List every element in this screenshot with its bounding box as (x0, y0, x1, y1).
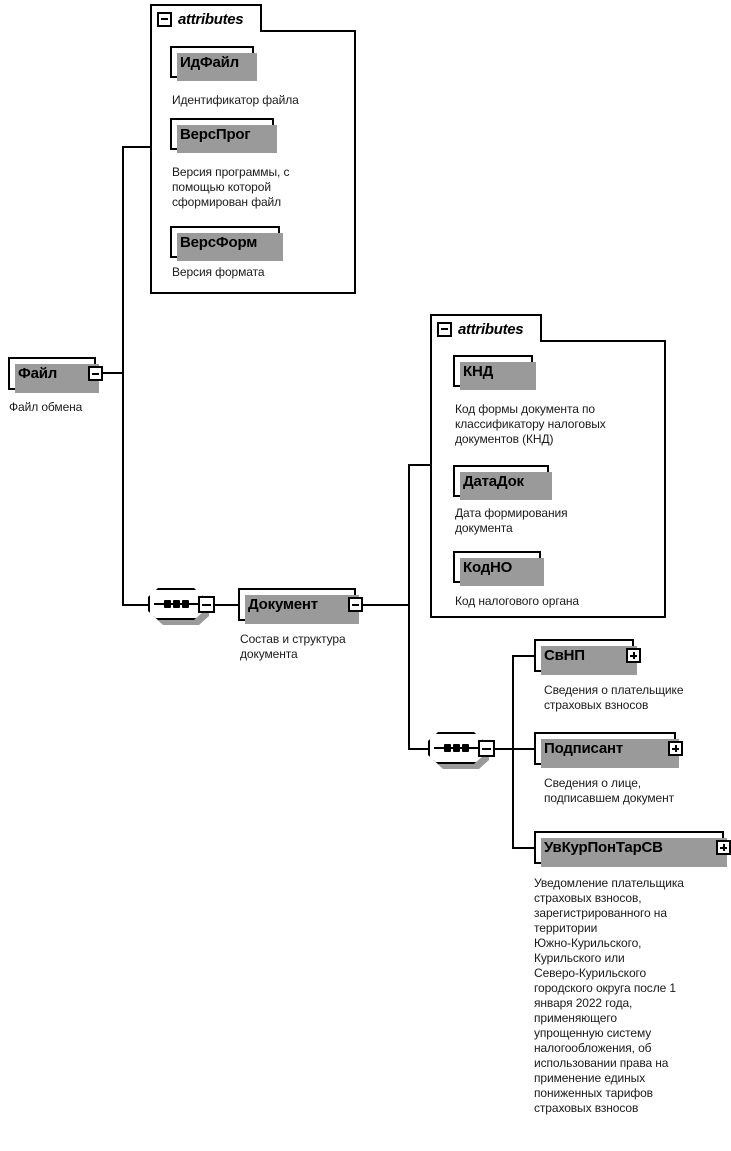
sequence-dot (182, 600, 189, 608)
attribute-node-knd[interactable]: КНД (453, 355, 536, 390)
attribute-desc-versform: Версия формата (172, 265, 265, 279)
file-attributes-label: attributes (178, 10, 244, 28)
minus-icon[interactable] (198, 596, 215, 613)
sequence-dot (453, 744, 460, 752)
element-desc-podpisant: Сведения о лице, подписавшем документ (544, 776, 675, 805)
element-node-uvkurpontarsv[interactable]: УвКурПонТарСВ (534, 831, 731, 867)
attribute-label-datadok: ДатаДок (463, 472, 524, 490)
attribute-node-versprog[interactable]: ВерсПрог (170, 118, 277, 153)
attribute-label-kodno: КодНО (463, 558, 513, 576)
minus-icon[interactable] (478, 740, 495, 757)
attribute-label-versform: ВерсФорм (180, 233, 258, 251)
attribute-desc-datadok: Дата формирования документа (455, 506, 568, 535)
element-desc-dokument: Состав и структура документа (240, 632, 346, 661)
minus-icon[interactable] (437, 321, 452, 337)
sequence-dot (173, 600, 180, 608)
attribute-node-datadok[interactable]: ДатаДок (453, 465, 552, 500)
element-node-podpisant[interactable]: Подписант (534, 732, 683, 768)
connector-children-branch-vertical (512, 655, 514, 849)
tab-seam-cover (152, 28, 260, 32)
connector-file-to-sequence (122, 604, 152, 606)
connector-document-branch-vertical (408, 464, 410, 750)
minus-icon[interactable] (88, 366, 103, 381)
file-attributes-tab[interactable]: attributes (150, 4, 262, 32)
element-node-dokument[interactable]: Документ (238, 588, 363, 624)
element-node-svnp[interactable]: СвНП (534, 639, 641, 675)
attribute-desc-versprog: Версия программы, с помощью которой сфор… (172, 165, 290, 209)
plus-icon[interactable] (626, 648, 641, 663)
connector-file-branch-vertical (122, 146, 124, 606)
attribute-desc-idfail: Идентификатор файла (172, 93, 299, 107)
attribute-desc-knd: Код формы документа по классификатору на… (455, 402, 606, 446)
connector-file-to-attributes (122, 146, 152, 148)
connector-document-to-attributes (408, 464, 432, 466)
minus-icon[interactable] (348, 597, 363, 612)
attribute-node-kodno[interactable]: КодНО (453, 551, 544, 586)
connector-branch-to-svnp (512, 655, 536, 657)
element-desc-svnp: Сведения о плательщике страховых взносов (544, 683, 684, 712)
connector-sequence-to-document (213, 604, 239, 606)
element-desc-uvkurpontarsv: Уведомление плательщика страховых взносо… (534, 876, 684, 1115)
document-attributes-tab[interactable]: attributes (430, 314, 542, 342)
connector-document-to-sequence (408, 748, 430, 750)
element-node-fail[interactable]: Файл (8, 357, 103, 393)
element-label-svnp: СвНП (544, 647, 585, 664)
connector-branch-to-podpisant (512, 748, 536, 750)
element-label-podpisant: Подписант (544, 740, 624, 757)
attribute-node-idfail[interactable]: ИдФайл (170, 46, 257, 81)
attribute-label-idfail: ИдФайл (180, 53, 239, 71)
element-label-fail: Файл (18, 365, 58, 382)
element-label-uvkurpontarsv: УвКурПонТарСВ (544, 839, 663, 856)
sequence-compositor-file[interactable] (148, 588, 216, 626)
document-attributes-label: attributes (458, 320, 524, 338)
plus-icon[interactable] (716, 840, 731, 855)
element-label-dokument: Документ (248, 596, 318, 613)
connector-document-to-branch (356, 604, 410, 606)
minus-icon[interactable] (157, 11, 172, 27)
attribute-label-knd: КНД (463, 362, 494, 380)
sequence-dot (164, 600, 171, 608)
attribute-node-versform[interactable]: ВерсФорм (170, 226, 283, 261)
plus-icon[interactable] (668, 741, 683, 756)
attribute-label-versprog: ВерсПрог (180, 125, 251, 143)
sequence-compositor-document[interactable] (428, 732, 496, 770)
sequence-dot (462, 744, 469, 752)
connector-branch-to-uvkurpontarsv (512, 847, 536, 849)
sequence-dot (444, 744, 451, 752)
tab-seam-cover (432, 338, 540, 342)
connector-file-to-branch (95, 372, 124, 374)
attribute-desc-kodno: Код налогового органа (455, 594, 580, 608)
element-desc-fail: Файл обмена (9, 400, 83, 414)
